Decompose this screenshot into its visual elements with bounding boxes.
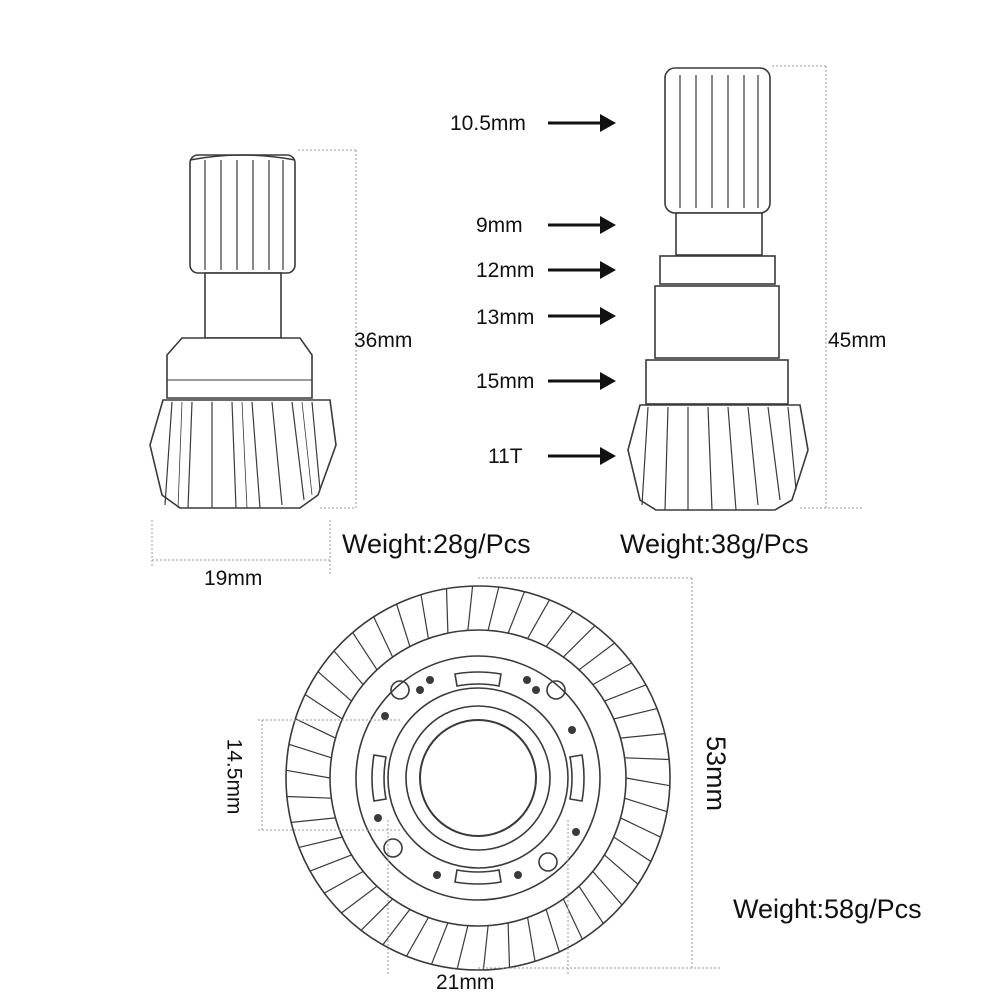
bolt-dot xyxy=(514,871,522,879)
arrow-right-icon xyxy=(548,307,616,325)
ring-gear-tooth xyxy=(333,650,364,685)
ring-gear-tooth xyxy=(291,817,336,823)
callout-label: 11T xyxy=(488,445,523,468)
ring-gear-tooth xyxy=(620,733,665,739)
bolt-dot xyxy=(572,828,580,836)
callout-arrows xyxy=(548,114,616,465)
ring-gear-tooth xyxy=(467,586,474,631)
bolt-dot xyxy=(568,726,576,734)
arrow-right-icon xyxy=(548,114,616,132)
ring-gear-tooth xyxy=(527,599,551,639)
ring-gear-tooth xyxy=(286,795,332,799)
ring-gear-tooth xyxy=(487,586,500,631)
arrow-right-icon xyxy=(548,447,616,465)
ring-gear-icon xyxy=(285,585,671,971)
ring-weight-label: Weight:58g/Pcs xyxy=(733,894,922,924)
ring-gear-tooth xyxy=(562,898,583,940)
ring-gear-tooth xyxy=(298,836,343,848)
ring-gear-tooth xyxy=(624,757,670,761)
ring-gear-tooth xyxy=(624,797,668,813)
ring-gear-tooth xyxy=(456,925,469,970)
callout-label: 15mm xyxy=(476,370,535,393)
ring-gear-tooth xyxy=(545,610,574,647)
callout-label: 9mm xyxy=(476,214,523,237)
ring-gear-tooth xyxy=(527,917,536,962)
ring-gear-tooth xyxy=(420,594,429,639)
bolt-dot xyxy=(433,871,441,879)
right-weight-label: Weight:38g/Pcs xyxy=(620,529,809,559)
left-weight-label: Weight:28g/Pcs xyxy=(342,529,531,559)
ring-gear-tooth xyxy=(341,885,378,914)
ring-inner-label: 14.5mm xyxy=(222,738,246,815)
arrow-right-icon xyxy=(548,372,616,390)
left-dimension-lines xyxy=(151,149,357,575)
ring-gear-tooth xyxy=(482,925,489,970)
ring-gear-tooth xyxy=(578,885,604,924)
ring-gear-tooth xyxy=(545,909,560,953)
ring-gear-tooth xyxy=(373,616,394,658)
ring-gear-tooth xyxy=(625,777,670,787)
ring-gear-tooth xyxy=(604,854,639,885)
arrow-right-icon xyxy=(548,261,616,279)
ring-gear-tooth xyxy=(288,743,332,759)
ring-gear-tooth xyxy=(507,922,511,968)
ring-gear-tooth xyxy=(304,693,343,720)
ring-dimension-lines xyxy=(258,577,720,975)
ring-gear-tooth xyxy=(578,642,615,671)
ring-gear-tooth xyxy=(604,684,647,702)
right-pinion-gear-icon xyxy=(627,67,809,511)
callout-label: 10.5mm xyxy=(450,112,526,135)
bolt-dot xyxy=(523,676,531,684)
bolt-dot xyxy=(426,676,434,684)
ring-gear-tooth xyxy=(317,671,352,702)
ring-gear-tooth xyxy=(405,917,429,957)
bolt-dot xyxy=(381,712,389,720)
ring-gear-tooth xyxy=(309,854,352,872)
ring-gear-tooth xyxy=(613,836,652,863)
callout-label: 12mm xyxy=(476,259,535,282)
arrow-right-icon xyxy=(548,216,616,234)
left-height-label: 36mm xyxy=(354,329,413,352)
right-dimension-lines xyxy=(772,65,862,509)
ring-gear-tooth xyxy=(352,632,378,671)
left-width-label: 19mm xyxy=(204,567,263,590)
ring-bore-label: 21mm xyxy=(436,971,495,994)
callout-label: 13mm xyxy=(476,306,535,329)
ring-gear-tooth xyxy=(396,603,411,647)
ring-gear-tooth xyxy=(430,922,449,965)
bolt-dot xyxy=(416,686,424,694)
ring-gear-tooth xyxy=(620,817,661,838)
ring-gear-tooth xyxy=(324,870,364,894)
ring-gear-tooth xyxy=(613,708,658,720)
ring-gear-tooth xyxy=(592,662,632,686)
ring-gear-tooth xyxy=(507,591,526,634)
ring-gear-tooth xyxy=(295,718,336,739)
ring-diameter-label: 53mm xyxy=(701,735,732,812)
bolt-dot xyxy=(532,686,540,694)
ring-gear-tooth xyxy=(592,871,623,906)
ring-gear-tooth xyxy=(445,588,449,634)
ring-gear-tooth xyxy=(382,909,411,946)
bolt-dot xyxy=(374,814,382,822)
ring-bolt-dots xyxy=(374,676,580,879)
ring-gear-tooth xyxy=(286,769,331,779)
ring-gear-tooth xyxy=(360,898,394,931)
right-height-label: 45mm xyxy=(828,329,887,352)
left-pinion-gear-icon xyxy=(149,154,337,509)
ring-gear-tooth xyxy=(562,625,596,658)
